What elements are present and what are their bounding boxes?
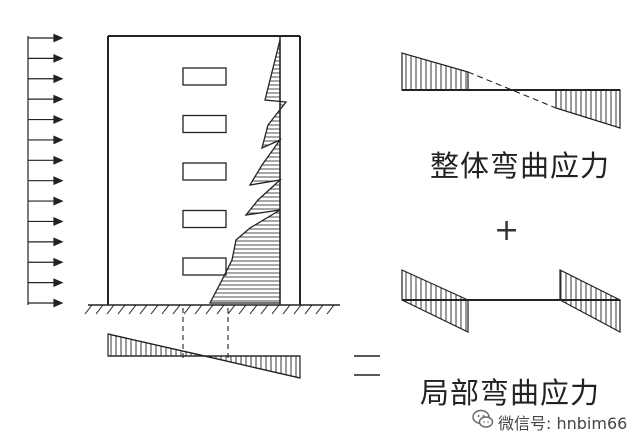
wind-arrow-head (53, 135, 64, 145)
ground-hatch-mark (95, 304, 104, 315)
overall-stress-right (555, 89, 621, 129)
wind-arrow-head (53, 33, 64, 43)
windows (182, 67, 227, 276)
wind-arrow-head (53, 278, 64, 288)
building-window (182, 114, 227, 134)
ground-hatch-mark (271, 304, 280, 315)
local-stress-left-bottom (401, 299, 469, 333)
local-stress-right-top (559, 269, 621, 301)
overall-bending-stress-diagram (401, 52, 621, 129)
building-window (182, 257, 227, 276)
ground-hatch-mark (84, 304, 93, 315)
ground-hatch-mark (150, 304, 159, 315)
wind-arrow-head (53, 217, 64, 226)
ground-hatch-mark (282, 304, 291, 315)
wind-arrow-head (53, 237, 64, 247)
ground-hatch-mark (293, 304, 302, 315)
overall-stress-left (401, 52, 469, 91)
ground-hatch-mark (238, 304, 247, 315)
ground (84, 304, 340, 315)
wind-arrow-head (53, 74, 64, 84)
wind-load-arrows (27, 33, 64, 308)
wind-arrow-head (53, 196, 64, 206)
plus-sign-label: + (494, 213, 520, 248)
ground-hatch-mark (304, 304, 313, 315)
ground-hatch-mark (194, 304, 203, 315)
foundation-stress-diagram (107, 333, 301, 379)
building-window (182, 162, 227, 181)
local-bending-stress-diagram (401, 269, 621, 333)
ground-hatch-mark (227, 304, 236, 315)
overall-bending-stress-label: 整体弯曲应力 (430, 149, 611, 183)
overall-stress-dashed (467, 71, 557, 109)
internal-moment-diagram (208, 39, 288, 304)
equals-sign (354, 355, 380, 376)
ground-hatch-mark (128, 304, 137, 315)
local-bending-stress-label: 局部弯曲应力 (420, 376, 601, 410)
wind-arrow-head (53, 115, 64, 124)
ground-hatch-mark (117, 304, 126, 315)
ground-hatch-mark (249, 304, 258, 315)
ground-hatch-mark (326, 304, 335, 315)
wind-arrow-head (53, 257, 64, 267)
wind-arrow-head (53, 155, 64, 165)
building-window (182, 67, 227, 86)
ground-hatch-mark (205, 304, 214, 315)
ground-hatch-mark (260, 304, 269, 315)
moment-hatch (208, 39, 288, 304)
watermark-label: 微信号: hnbim66 (498, 414, 628, 433)
wind-arrow-head (53, 176, 64, 186)
ground-hatch-mark (315, 304, 324, 315)
local-stress-right-bottom (559, 299, 621, 333)
ground-hatch-mark (106, 304, 115, 315)
local-stress-left-top (401, 269, 469, 301)
wind-arrow-head (53, 298, 64, 308)
wind-arrow-head (53, 53, 64, 63)
ground-hatch-mark (183, 304, 192, 315)
wechat-icon (472, 409, 494, 428)
ground-hatch-mark (172, 304, 181, 315)
ground-hatch-mark (161, 304, 170, 315)
wind-arrow-head (53, 94, 64, 104)
ground-hatch-mark (139, 304, 148, 315)
ground-hatch-mark (216, 304, 225, 315)
building-window (182, 209, 227, 229)
